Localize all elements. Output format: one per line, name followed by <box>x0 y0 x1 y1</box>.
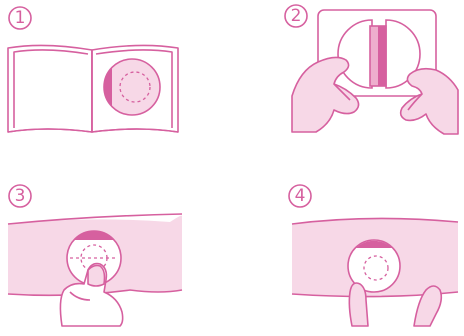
step-2-number-badge: 2 <box>285 5 307 27</box>
step-1-number: 1 <box>15 8 26 28</box>
patch-in-package <box>104 59 160 115</box>
step-1-number-badge: 1 <box>9 7 31 29</box>
step-2: 2 <box>285 5 458 134</box>
right-hand <box>401 69 458 134</box>
step-4-number-badge: 4 <box>289 185 311 207</box>
step-4: 4 <box>289 185 458 326</box>
step-3-number-badge: 3 <box>9 185 31 207</box>
step-1: 1 <box>8 7 178 132</box>
step-4-number: 4 <box>295 186 306 206</box>
step-3: 3 <box>8 185 182 326</box>
step-3-number: 3 <box>15 186 26 206</box>
step-2-number: 2 <box>291 6 302 26</box>
